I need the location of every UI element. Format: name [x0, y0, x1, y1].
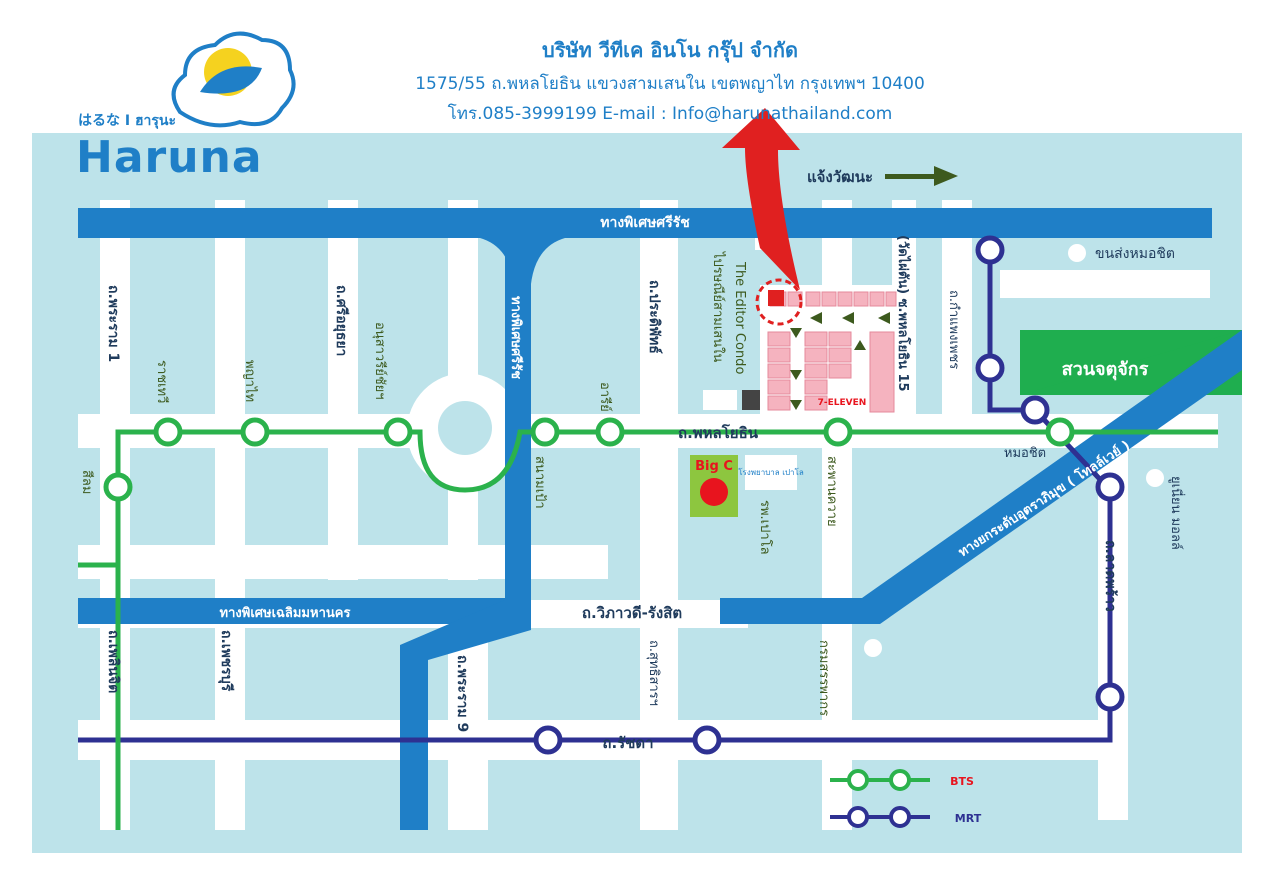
logo-wordmark: Haruna [76, 132, 263, 183]
label-chatuchak-park: สวนจตุจักร [1062, 359, 1149, 381]
station-ari: อารีย์ [597, 382, 613, 412]
label-phaholyothin: ถ.พหลโยธิน [678, 423, 759, 442]
label-expressway-sirat-top: ทางพิเศษศรีรัช [600, 215, 690, 231]
label-samsen-post: ไปรษณีย์สามเสนใน [710, 251, 726, 362]
label-ploenchit: ถ.เพลินจิต [105, 630, 121, 693]
label-rama9: ถ.พระราม 9 [454, 655, 470, 732]
tollway [862, 330, 1242, 624]
company-contact: โทร.085-3999199 E-mail : Info@harunathai… [447, 104, 893, 124]
label-rama1: ถ.พระราม 1 [105, 285, 121, 362]
label-bus-terminal: ขนส่งหมอชิต [1095, 246, 1175, 262]
label-ratchada: ถ.รัชดา [602, 734, 653, 752]
roundabout-center [438, 401, 492, 455]
expressway-chalermmahanakorn [78, 598, 530, 624]
hospital-sign [745, 455, 797, 490]
destination-marker [768, 290, 784, 306]
condo-logo [742, 390, 760, 410]
company-address: 1575/55 ถ.พหลโยธิน แขวงสามเสนใน เขตพญาไท… [415, 74, 925, 94]
label-editor-condo: The Editor Condo [732, 261, 747, 374]
bts-stations [103, 417, 1075, 502]
bts-line [78, 429, 1218, 830]
station-silom: สีลม [79, 470, 95, 495]
post-office-logo [703, 390, 737, 410]
station-victory-monument: อนุสาวรีย์ชัยฯ [372, 322, 388, 400]
seven-eleven-logo [832, 390, 852, 412]
label-chaengwattana: แจ้งวัฒนะ [807, 168, 873, 186]
building-blocks [767, 291, 897, 413]
mrt-logo: MRT [955, 812, 982, 825]
station-saphankhwai: สะพานควาย [824, 456, 839, 527]
svg-text:Big C: Big C [695, 459, 733, 474]
expressway-network [78, 208, 1242, 830]
label-phetchaburi: ถ.เพชรบุรี [218, 630, 234, 692]
label-union-mall: ยูเนี่ยน มอลล์ [1168, 476, 1185, 550]
label-expressway-chalermmahanakorn: ทางพิเศษเฉลิมมหานคร [220, 606, 351, 621]
label-revenue-dept: กรมสรรพากร [816, 640, 831, 716]
revenue-dept-marker [864, 639, 882, 657]
label-expressway-sirat-vertical: ทางพิเศษศรีรัช [508, 296, 524, 379]
label-sutthisan: ถ.สุทธิสารฯ [646, 640, 661, 706]
label-paolo-hospital: รพ.เปาโล [757, 500, 773, 555]
chaengwattana-arrow [885, 166, 958, 186]
label-sriayutthaya: ถ.ศรีอยุธยา [333, 285, 349, 356]
logo-japanese-text: はるな I ฮารุนะ [78, 113, 176, 129]
mrt-line [78, 250, 1113, 743]
destination-circle [755, 278, 803, 326]
label-kamphaeng: ถ.กำแพงเพชร [946, 290, 961, 369]
station-sanampao: สนามเป้า [532, 456, 547, 509]
expressway-sirat-top [78, 208, 1212, 238]
company-name: บริษัท วีทีเค อินโน กรุ๊ป จำกัด [542, 38, 798, 62]
bigc-logo: Big C [690, 455, 738, 517]
haruna-logo-mark [171, 31, 296, 128]
bts-logo: BTS [950, 775, 974, 788]
label-phaholyothin15: (วัดไผ่ตัน) ซ.พหลโยธิน 15 [895, 235, 912, 392]
legend: BTS MRT [830, 769, 982, 828]
station-phayathai: พญาไท [242, 360, 258, 402]
union-mall-marker [1146, 469, 1164, 487]
pointer-arrow [722, 108, 800, 290]
expressway-sirat-vertical [505, 238, 531, 618]
one-way-arrows [790, 312, 890, 410]
station-ratchathewi: ราชเทวี [154, 360, 170, 403]
svg-text:โรงพยาบาล เปาโล: โรงพยาบาล เปาโล [738, 467, 804, 477]
label-pradipat: ถ.ประดิพัทธ์ [646, 280, 663, 354]
svg-text:7-ELEVEN: 7-ELEVEN [818, 398, 867, 408]
bus-terminal-marker [1068, 244, 1086, 262]
station-mochit: หมอชิต [1004, 446, 1046, 461]
label-vibhavadi: ถ.วิภาวดี-รังสิต [582, 604, 682, 622]
mrt-stations [533, 235, 1125, 755]
label-ladprao: ถ.ลาดพร้าว [1102, 540, 1118, 612]
